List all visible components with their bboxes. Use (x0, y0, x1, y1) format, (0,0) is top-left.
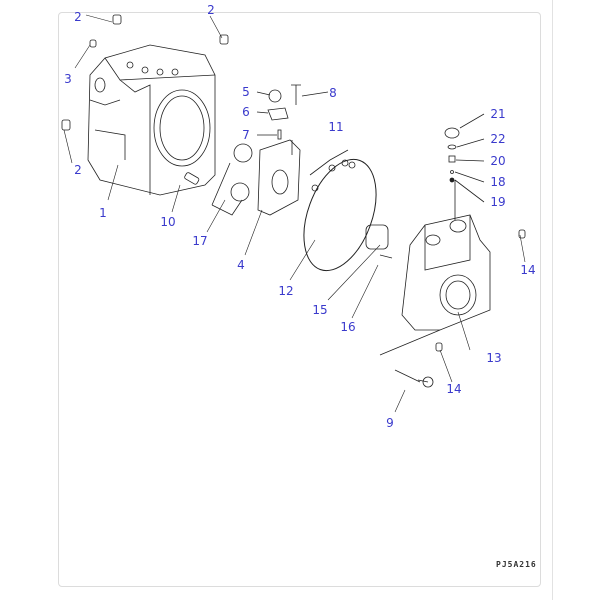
valve-block-part (401, 214, 491, 331)
callout-2: 2 (74, 163, 82, 177)
callout-20: 20 (490, 154, 506, 168)
callout-7: 7 (242, 128, 250, 142)
callout-2: 2 (74, 10, 82, 24)
callout-10: 10 (160, 215, 176, 229)
callout-13: 13 (486, 351, 502, 365)
callout-18: 18 (490, 175, 506, 189)
callout-14: 14 (446, 382, 462, 396)
callout-1: 1 (99, 206, 107, 220)
drawing-code: PJ5A216 (496, 560, 537, 569)
callout-17: 17 (192, 234, 208, 248)
callout-11: 11 (328, 120, 344, 134)
callout-19: 19 (490, 195, 506, 209)
callout-3: 3 (64, 72, 72, 86)
callout-15: 15 (312, 303, 328, 317)
callout-8: 8 (329, 86, 337, 100)
callout-21: 21 (490, 107, 506, 121)
callout-4: 4 (237, 258, 245, 272)
pump-housing-part (87, 44, 216, 196)
callout-16: 16 (340, 320, 356, 334)
callout-14: 14 (520, 263, 536, 277)
callout-6: 6 (242, 105, 250, 119)
diagram-card (58, 12, 541, 587)
callout-22: 22 (490, 132, 506, 146)
callout-2: 2 (207, 3, 215, 17)
callout-12: 12 (278, 284, 294, 298)
callout-9: 9 (386, 416, 394, 430)
divider (552, 0, 553, 600)
callout-5: 5 (242, 85, 250, 99)
